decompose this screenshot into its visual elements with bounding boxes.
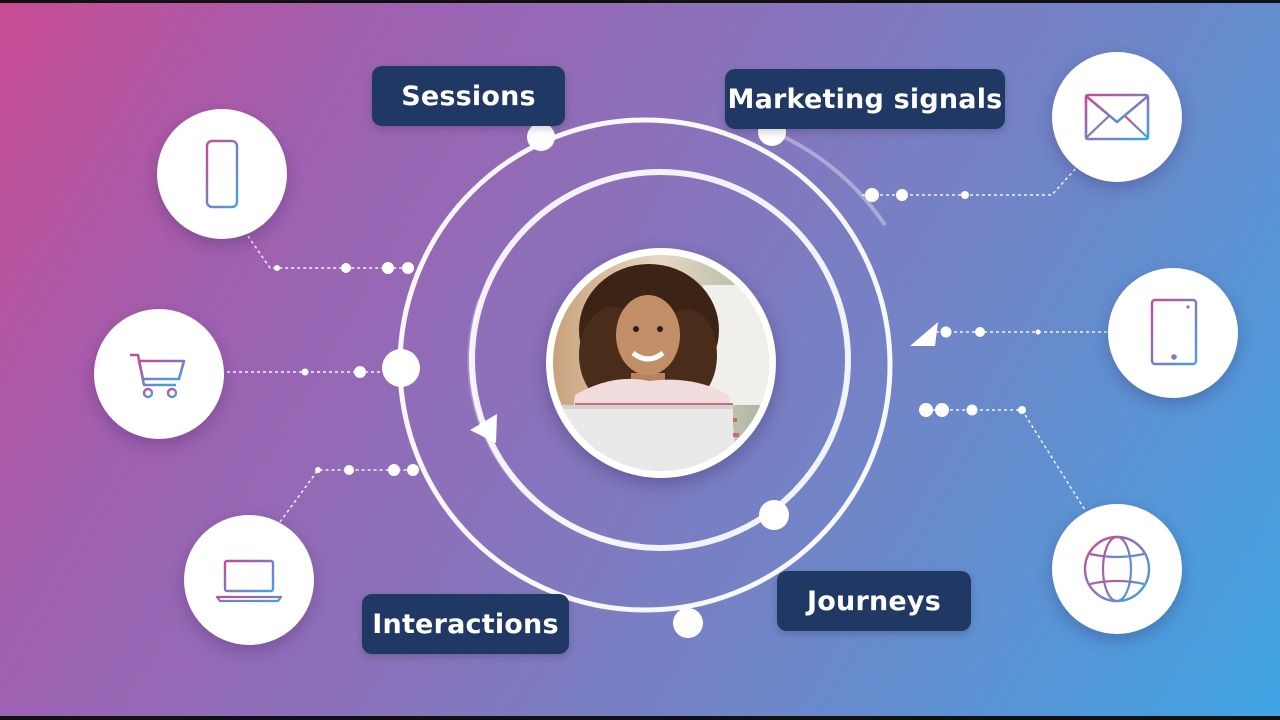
customer-portrait-image — [553, 255, 769, 471]
globe-node — [1052, 504, 1182, 634]
smartphone-icon — [205, 139, 239, 209]
globe-icon — [1083, 535, 1151, 603]
outer-ring-fade — [779, 133, 887, 227]
arrow-right-connector — [910, 322, 938, 346]
shopping-cart-icon — [130, 353, 186, 399]
label-journeys: Journeys — [777, 571, 971, 631]
envelope-node — [1052, 52, 1182, 182]
envelope-icon — [1084, 93, 1150, 141]
laptop-node — [184, 515, 314, 645]
label-interactions: Interactions — [362, 594, 569, 654]
customer-photo — [546, 248, 776, 478]
label-marketing-signals-text: Marketing signals — [727, 83, 1003, 115]
label-journeys-text: Journeys — [807, 585, 941, 617]
ring-node-sessions — [527, 123, 555, 151]
tablet-icon — [1150, 298, 1198, 366]
label-sessions-text: Sessions — [401, 80, 536, 112]
label-sessions: Sessions — [372, 66, 565, 126]
top-frame-bar — [0, 0, 1280, 3]
smartphone-node — [157, 109, 287, 239]
tablet-node — [1108, 268, 1238, 398]
arrow-ring-left — [470, 414, 497, 443]
laptop-icon — [215, 559, 283, 603]
inner-ring-shadow — [467, 299, 641, 548]
shopping-cart-node — [94, 309, 224, 439]
label-marketing-signals: Marketing signals — [725, 69, 1005, 129]
inner-ring — [469, 169, 851, 551]
ring-node-journeys — [759, 500, 789, 530]
connector-smartphone — [247, 235, 410, 269]
ring-node-interactions — [673, 608, 703, 638]
label-interactions-text: Interactions — [372, 608, 559, 640]
bottom-frame-bar — [0, 716, 1280, 720]
ring-node-left — [382, 349, 420, 387]
